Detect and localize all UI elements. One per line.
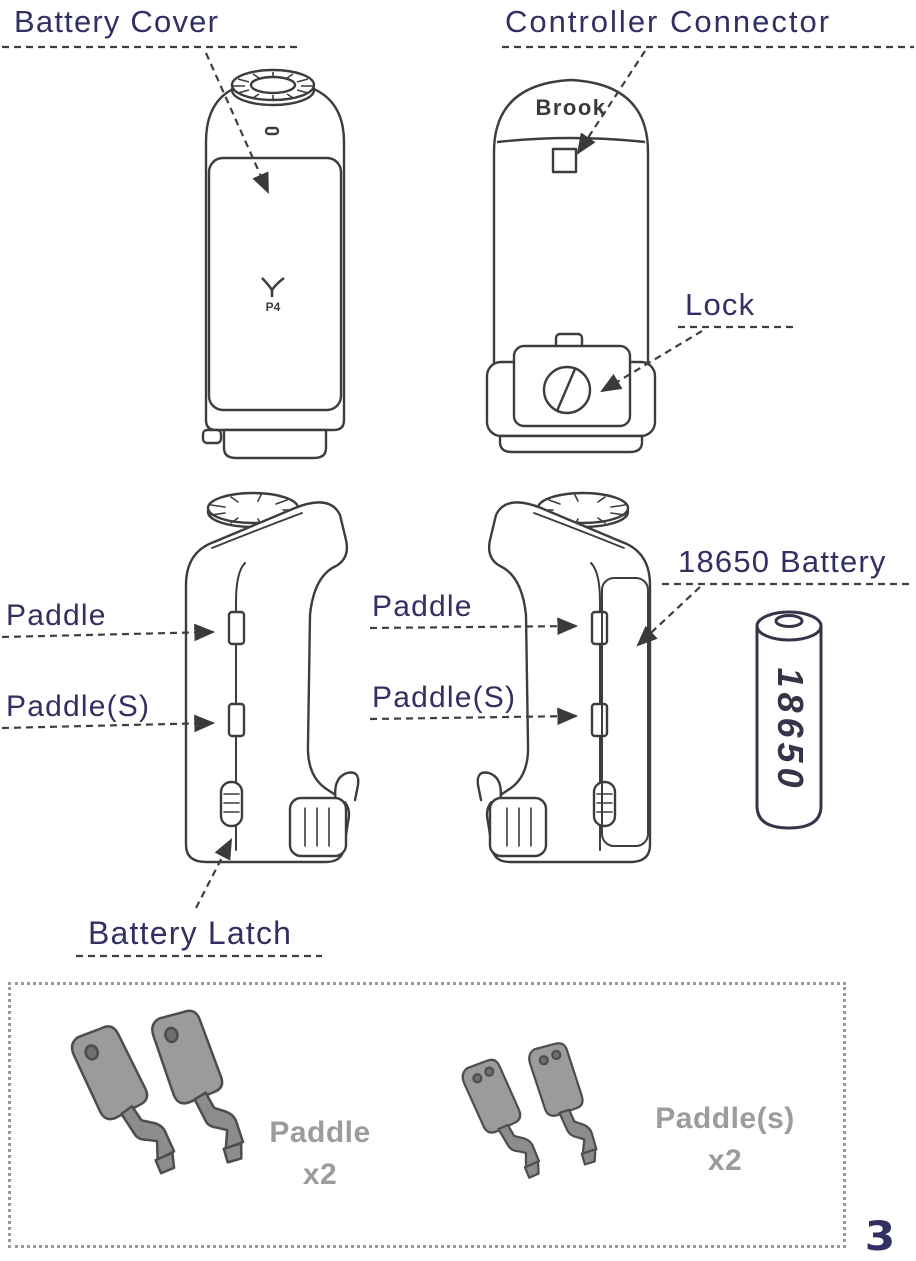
label-18650-battery: 18650 Battery (678, 544, 887, 579)
battery-18650-arrow (636, 586, 701, 647)
brand-emblem-icon (261, 276, 285, 297)
label-paddle-s-left: Paddle(S) (6, 690, 151, 723)
label-paddle-left: Paddle (6, 599, 107, 632)
page-number: 3 (864, 1214, 896, 1260)
paddle-mid-arrow (369, 617, 579, 635)
controller-connector-arrow (576, 50, 646, 155)
back-view-illustration: Brook (485, 78, 657, 454)
lock-arrow (600, 330, 703, 393)
caption-paddle-s-label: Paddle(s) (655, 1102, 795, 1135)
battery-cover-arrow (204, 52, 270, 195)
label-paddle-s-mid: Paddle(S) (372, 681, 517, 714)
indicator-slot (264, 126, 280, 136)
label-paddle-mid: Paddle (372, 590, 473, 623)
battery-cover-panel (207, 156, 343, 412)
label-battery-cover: Battery Cover (14, 4, 220, 39)
front-view-illustration: P4 (201, 68, 346, 460)
label-battery-latch: Battery Latch (88, 915, 293, 951)
paddle-s-part-1 (459, 1053, 544, 1189)
parts-box (8, 982, 846, 1248)
caption-paddle-label: Paddle (269, 1116, 371, 1149)
caption-paddle-s-qty: x2 (707, 1144, 743, 1177)
model-logo-text: P4 (266, 300, 281, 314)
controller-connector-port (551, 147, 578, 174)
caption-paddle-x2: Paddle x2 (250, 1112, 390, 1196)
label-lock: Lock (685, 287, 756, 322)
battery-door-panel (601, 577, 649, 847)
caption-paddle-qty: x2 (302, 1158, 338, 1191)
battery-latch-arrow (195, 838, 233, 909)
grip-side-view-left (184, 491, 360, 864)
grip-side-view-right (476, 491, 652, 864)
brand-logo-text: Brook (535, 95, 606, 120)
battery-print-text: 18650 (770, 667, 811, 792)
paddle-s-part-2 (526, 1039, 599, 1171)
paddle-s-mid-arrow (369, 707, 579, 726)
caption-paddle-s-x2: Paddle(s) x2 (640, 1098, 810, 1182)
label-controller-connector: Controller Connector (505, 4, 832, 39)
battery-18650-illustration: 18650 (755, 610, 823, 830)
